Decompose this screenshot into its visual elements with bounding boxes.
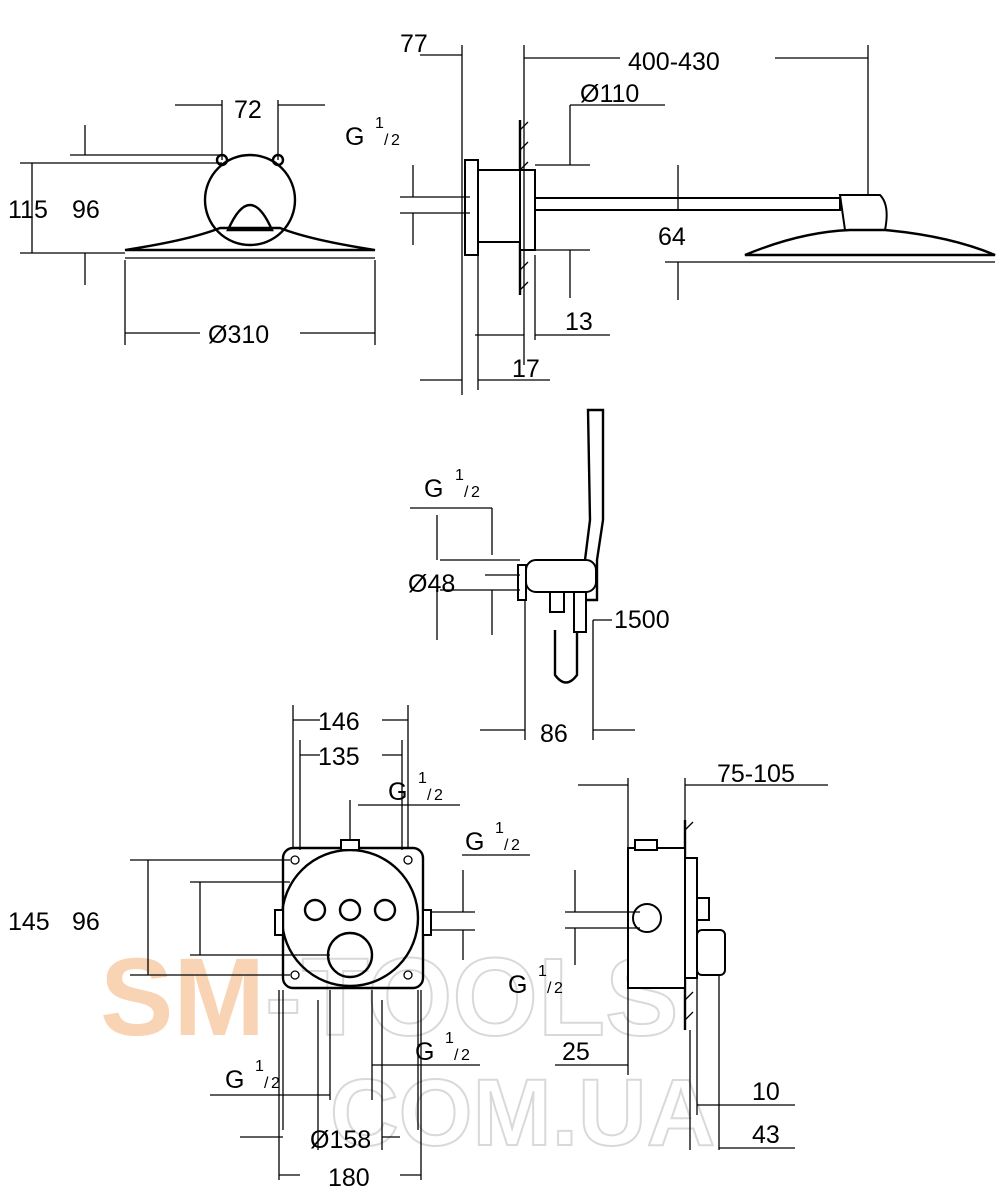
dim-25: 25 xyxy=(562,1038,590,1066)
svg-text:1: 1 xyxy=(455,467,464,484)
svg-text:G: G xyxy=(388,778,407,806)
shower-arm-side-view: 77 400-430 Ø110 64 13 17 G 1 / 2 xyxy=(345,30,996,395)
svg-text:G: G xyxy=(415,1038,434,1066)
dim-64: 64 xyxy=(658,223,686,251)
watermark-domain: COM.UA xyxy=(330,1060,715,1166)
thread-label-g-half: G 1 / 2 xyxy=(465,820,520,856)
svg-text:1: 1 xyxy=(255,1058,264,1075)
svg-text:G: G xyxy=(465,828,484,856)
svg-text:2: 2 xyxy=(511,837,520,854)
svg-text:1: 1 xyxy=(375,115,384,132)
svg-text:2: 2 xyxy=(434,787,443,804)
svg-text:2: 2 xyxy=(554,980,563,997)
thread-label-g-half: G 1 / 2 xyxy=(424,467,480,503)
thread-label-g-half: G 1 / 2 xyxy=(508,963,563,999)
watermark-tools: -TOOLS xyxy=(265,936,679,1059)
dim-75-105: 75-105 xyxy=(717,760,795,788)
dim-17: 17 xyxy=(512,355,540,383)
thermostat-side-view: 75-105 25 10 43 G 1 / 2 xyxy=(508,760,828,1150)
svg-text:1: 1 xyxy=(418,770,427,787)
dim-146: 146 xyxy=(318,708,360,736)
svg-text:/: / xyxy=(547,980,552,997)
svg-text:2: 2 xyxy=(271,1075,280,1092)
dim-diameter-110: Ø110 xyxy=(580,80,639,108)
svg-text:1: 1 xyxy=(538,963,547,980)
dim-diameter-48: Ø48 xyxy=(408,570,455,598)
dim-180: 180 xyxy=(328,1164,370,1192)
svg-text:2: 2 xyxy=(461,1047,470,1064)
svg-text:1: 1 xyxy=(495,820,504,837)
svg-text:G: G xyxy=(508,971,527,999)
hand-shower-view: G 1 / 2 Ø48 1500 86 xyxy=(408,408,670,748)
svg-text:2: 2 xyxy=(471,484,480,501)
svg-text:/: / xyxy=(264,1075,269,1092)
svg-text:/: / xyxy=(454,1047,459,1064)
svg-text:/: / xyxy=(464,484,469,501)
dim-10: 10 xyxy=(752,1078,780,1106)
thread-label-g-half: G 1 / 2 xyxy=(388,770,443,806)
svg-text:/: / xyxy=(384,132,389,149)
dim-145: 145 xyxy=(8,908,50,936)
svg-text:G: G xyxy=(225,1066,244,1094)
thread-label-g-half: G 1 / 2 xyxy=(415,1030,470,1066)
dim-96-head: 96 xyxy=(72,196,100,224)
dim-72: 72 xyxy=(234,96,262,124)
thermostat-front-view: 146 135 145 96 Ø158 180 G 1 / 2 G 1 / 2 … xyxy=(8,705,530,1192)
svg-text:/: / xyxy=(427,787,432,804)
dim-77: 77 xyxy=(400,30,428,58)
dim-43: 43 xyxy=(752,1121,780,1149)
dim-115: 115 xyxy=(8,196,48,224)
shower-head-front-view: 72 115 96 Ø310 xyxy=(8,96,376,349)
dim-400-430: 400-430 xyxy=(628,48,720,76)
dim-diameter-158: Ø158 xyxy=(310,1126,371,1154)
svg-text:2: 2 xyxy=(391,132,400,149)
dim-86: 86 xyxy=(540,720,568,748)
thread-label-g-half: G 1 / 2 xyxy=(345,115,400,151)
watermark: SM -TOOLS COM.UA xyxy=(100,935,716,1167)
svg-text:1: 1 xyxy=(445,1030,454,1047)
dim-96-valve: 96 xyxy=(72,908,100,936)
svg-text:G: G xyxy=(424,475,443,503)
dim-diameter-310: Ø310 xyxy=(208,321,269,349)
svg-text:G: G xyxy=(345,123,364,151)
dim-135: 135 xyxy=(318,743,360,771)
watermark-sm: SM xyxy=(100,936,265,1059)
svg-text:/: / xyxy=(504,837,509,854)
dim-13: 13 xyxy=(565,308,593,336)
thread-label-g-half: G 1 / 2 xyxy=(225,1058,280,1094)
dim-1500: 1500 xyxy=(614,606,670,634)
